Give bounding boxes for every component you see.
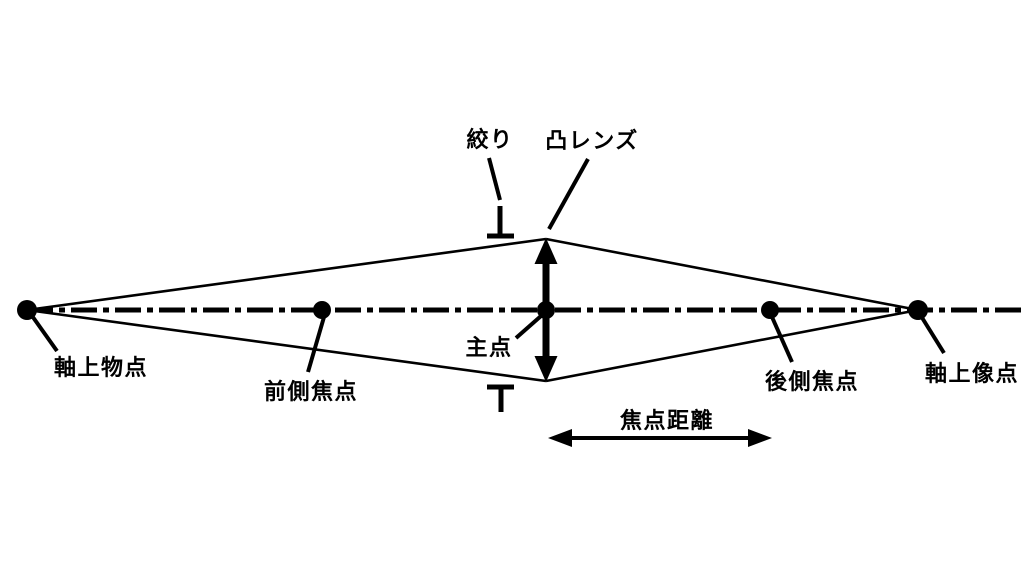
- convex-lens-leader-line: [547, 158, 590, 230]
- principal-point-marker: [537, 301, 555, 319]
- lower-right-ray: [545, 308, 919, 383]
- focal-length-right-head-icon: [748, 429, 772, 447]
- lower-left-ray: [26, 308, 547, 383]
- front-focal-leader-line: [306, 316, 326, 373]
- axial-object-point-marker: [17, 300, 37, 320]
- lens-arrow-down-head-icon: [534, 356, 558, 382]
- rear-focal-point-label: 後側焦点: [765, 369, 859, 394]
- image-point-leader-line: [919, 314, 946, 355]
- focal-length-dimension: [548, 429, 772, 447]
- principal-point-leader-line: [514, 314, 543, 340]
- aperture-bottom-mark: [487, 384, 514, 412]
- aperture-top-mark: [487, 206, 514, 239]
- upper-left-ray: [26, 237, 547, 312]
- front-focal-point-marker: [313, 301, 331, 319]
- rear-focal-leader-line: [770, 316, 794, 363]
- axial-object-point-label: 軸上物点: [54, 355, 148, 380]
- axial-image-point-label: 軸上像点: [925, 361, 1019, 386]
- principal-point-label: 主点: [465, 335, 512, 360]
- rear-focal-point-marker: [761, 301, 779, 319]
- front-focal-point-label: 前側焦点: [264, 379, 358, 404]
- focal-length-left-head-icon: [548, 429, 572, 447]
- aperture-label: 絞り: [466, 127, 513, 152]
- focal-length-label: 焦点距離: [619, 408, 714, 433]
- object-point-leader-line: [28, 311, 59, 353]
- upper-right-ray: [545, 237, 919, 312]
- lens-arrow-up-head-icon: [534, 238, 558, 264]
- aperture-leader-line: [487, 157, 502, 201]
- axial-image-point-marker: [908, 300, 928, 320]
- convex-lens-label: 凸レンズ: [545, 128, 639, 153]
